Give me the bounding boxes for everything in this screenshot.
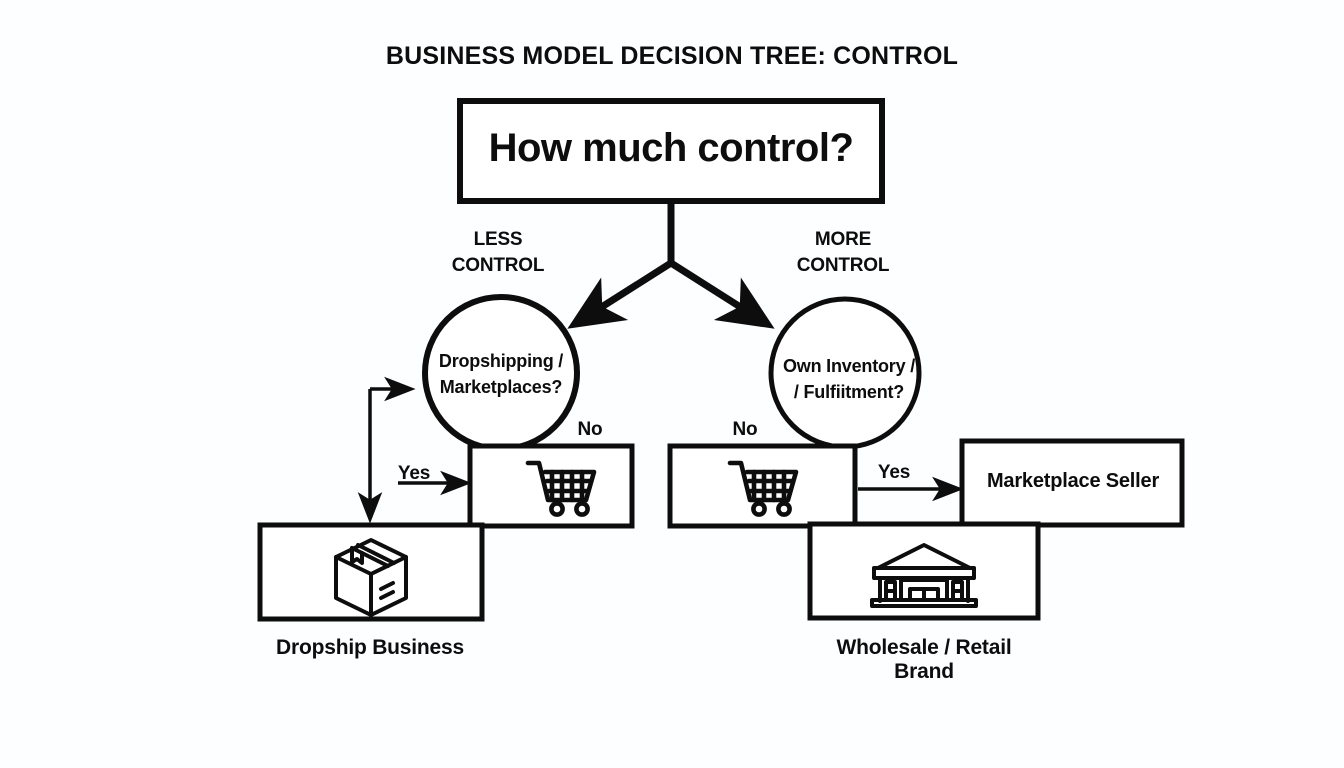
edge-label-yes-left: Yes xyxy=(397,463,431,484)
decision-label-own-inventory: Own Inventory / / Fulfiitment? xyxy=(782,356,916,403)
outcome-label-marketplace-seller: Marketplace Seller xyxy=(986,470,1160,492)
caption-dropship-business: Dropship Business xyxy=(276,636,464,659)
branch-arrow-right xyxy=(669,260,775,329)
shopping-cart-icon-left xyxy=(525,460,597,517)
warehouse-building-icon xyxy=(870,543,978,608)
edge-label-no-left: No xyxy=(577,419,603,440)
shopping-cart-icon-right xyxy=(727,460,799,517)
page-title: BUSINESS MODEL DECISION TREE: CONTROL xyxy=(385,42,959,70)
marketplace-seller-box xyxy=(959,438,1185,528)
wholesale-outcome-box xyxy=(807,521,1041,621)
decision-label-dropshipping: Dropshipping / Marketplaces? xyxy=(438,351,564,398)
caption-wholesale-retail-brand: Wholesale / Retail Brand xyxy=(836,636,1012,683)
edge-label-yes-right: Yes xyxy=(877,462,911,483)
root-question-label: How much control? xyxy=(488,126,854,170)
branch-arrow-left xyxy=(567,260,673,329)
package-box-icon xyxy=(334,538,408,617)
edge-label-no-right: No xyxy=(732,419,758,440)
root-question-box xyxy=(457,98,885,204)
branch-label-more-control: MORE CONTROL xyxy=(796,229,890,276)
branch-label-less-control: LESS CONTROL xyxy=(451,229,545,276)
